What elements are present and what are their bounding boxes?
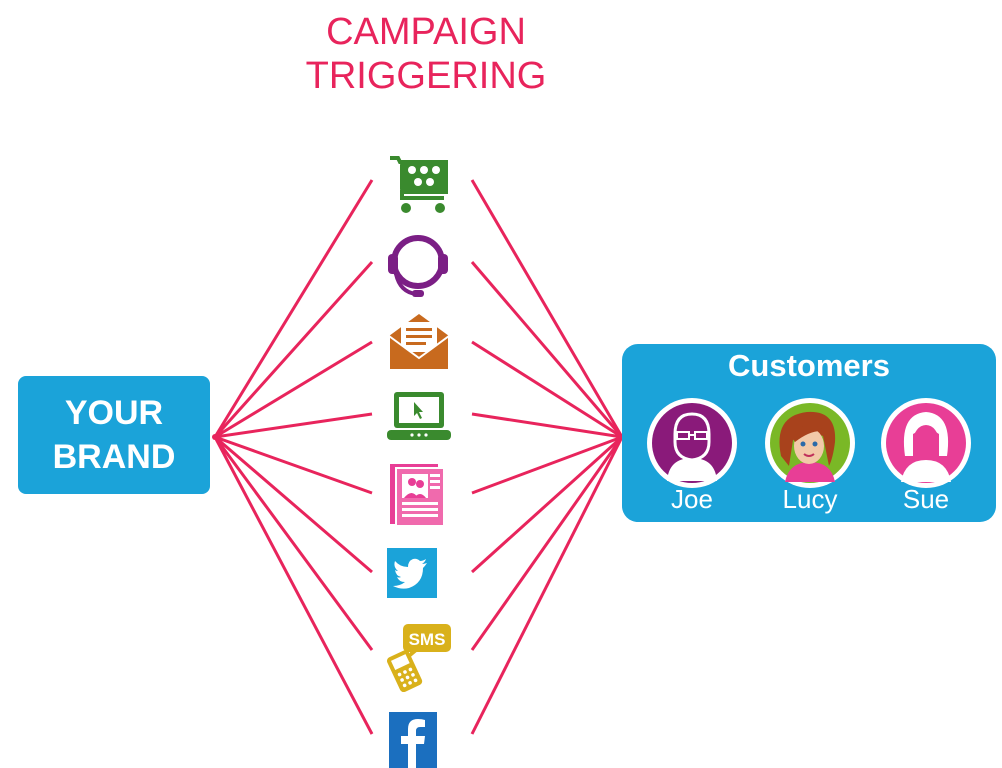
brand-hub-dot <box>212 434 218 440</box>
line-brand-twitter <box>214 435 373 574</box>
line-brand-laptop <box>214 412 373 439</box>
customer-sue: Sue <box>876 396 976 515</box>
facebook-icon <box>389 712 437 768</box>
svg-text:SMS: SMS <box>409 630 446 649</box>
title-line-2: TRIGGERING <box>305 55 547 97</box>
line-sms-customers <box>470 436 624 651</box>
lucy-avatar-icon <box>765 398 855 488</box>
shopping-cart-icon <box>390 156 448 213</box>
twitter-icon <box>387 548 437 598</box>
sue-avatar-icon <box>881 398 971 488</box>
email-open-icon <box>388 314 450 371</box>
line-brand-headset <box>213 260 374 439</box>
headset-icon <box>388 235 448 297</box>
customer-name: Lucy <box>782 484 838 514</box>
diagram-title: CAMPAIGN TRIGGERING <box>226 10 626 98</box>
brand-line-1: YOUR <box>64 394 164 432</box>
customers-box: Customers Joe Lucy <box>622 344 996 522</box>
line-brand-facebook <box>213 436 374 735</box>
title-line-1: CAMPAIGN <box>326 11 526 53</box>
customer-joe: Joe <box>642 396 742 515</box>
line-laptop-customers <box>471 412 623 439</box>
line-newspaper-customers <box>471 435 623 495</box>
customer-name: Joe <box>671 484 713 514</box>
laptop-icon <box>387 392 451 440</box>
line-cart-customers <box>470 179 624 438</box>
customer-lucy: Lucy <box>760 396 860 515</box>
customer-name: Sue <box>902 484 950 514</box>
your-brand-box: YOUR BRAND <box>18 376 210 494</box>
joe-avatar-icon <box>647 398 737 488</box>
line-facebook-customers <box>470 436 624 735</box>
newspaper-icon <box>390 464 445 527</box>
line-brand-email <box>214 340 373 439</box>
customers-title: Customers <box>728 348 890 383</box>
line-brand-cart <box>213 179 374 438</box>
sms-phone-icon: SMS <box>386 624 451 692</box>
line-headset-customers <box>470 261 624 438</box>
brand-line-2: BRAND <box>52 438 176 476</box>
customers-hub-dot <box>617 434 623 440</box>
line-brand-sms <box>213 436 374 651</box>
line-email-customers <box>471 340 623 439</box>
line-twitter-customers <box>470 435 624 574</box>
line-brand-newspaper <box>214 435 373 495</box>
